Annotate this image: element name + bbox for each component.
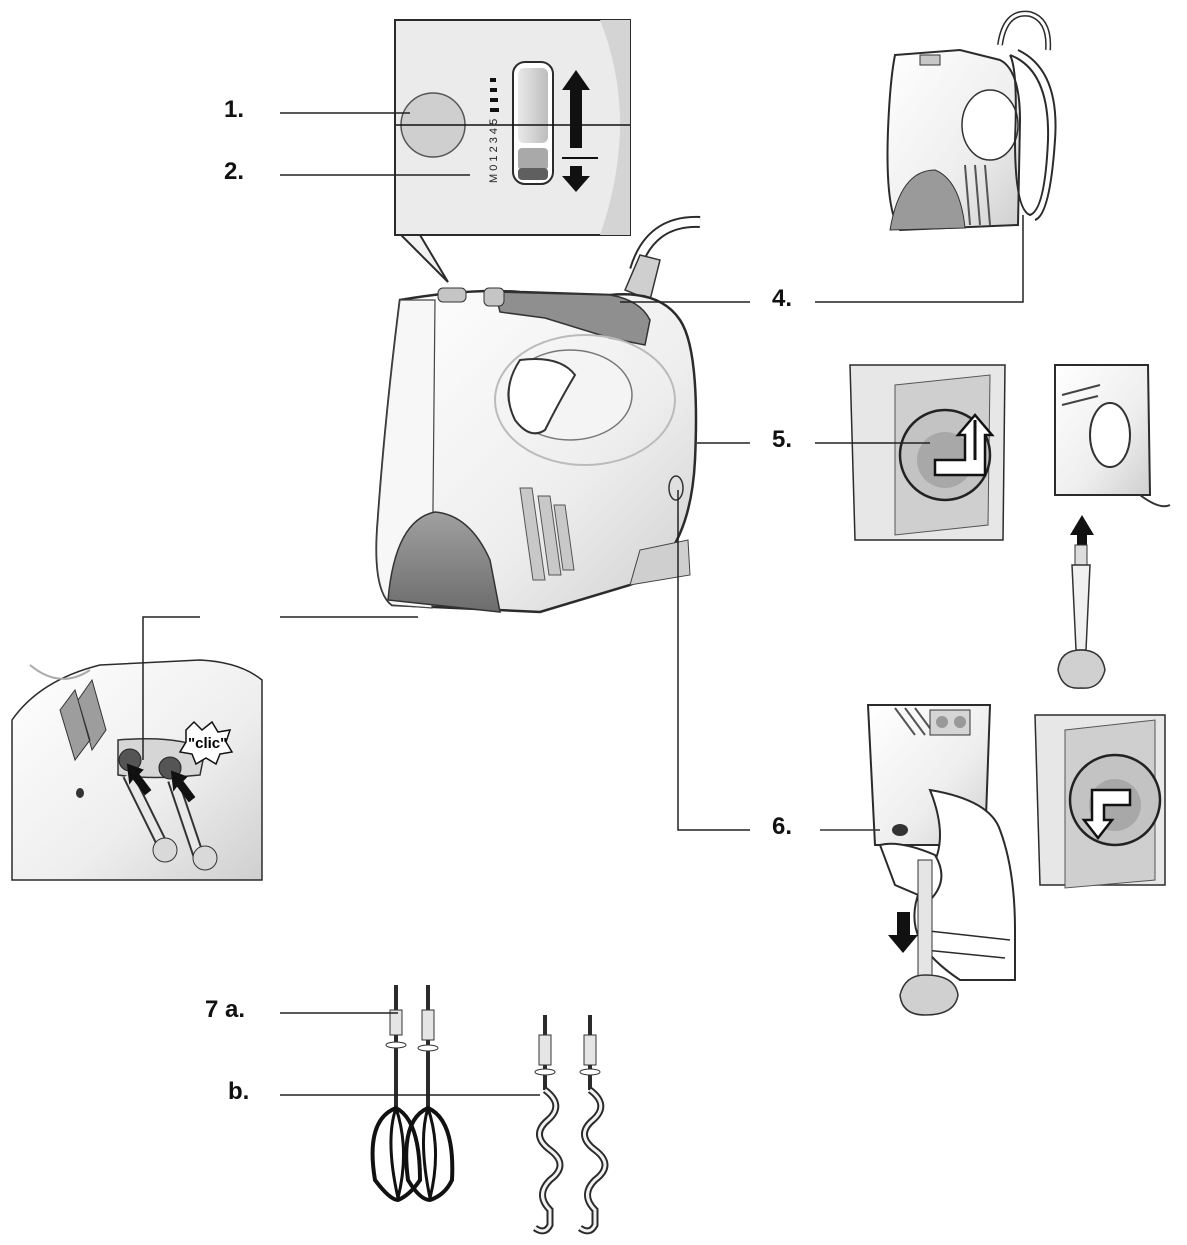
label-4: 4. bbox=[772, 285, 793, 312]
arrow-up-icon bbox=[562, 70, 590, 148]
blender-removal-view bbox=[820, 704, 1016, 1016]
arrow-insert-icon-2 bbox=[170, 770, 196, 803]
arrow-insert-icon bbox=[126, 763, 152, 796]
cord-storage-view bbox=[886, 10, 1057, 232]
label-b: b. bbox=[228, 1078, 250, 1105]
arrow-rotate-down-icon bbox=[1081, 788, 1132, 841]
label-7a: 7 a. bbox=[205, 996, 246, 1023]
label-5: 5. bbox=[772, 426, 793, 453]
beater-insertion-inset: "clic" bbox=[11, 658, 263, 881]
clic-text: "clic" bbox=[188, 735, 227, 752]
arrow-down-icon bbox=[562, 166, 590, 192]
whisks bbox=[370, 985, 455, 1203]
label-1: 1. bbox=[224, 96, 245, 123]
kneading-hooks bbox=[532, 1015, 609, 1235]
mixer-with-blender-view bbox=[1054, 364, 1171, 689]
label-6: 6. bbox=[772, 813, 793, 840]
arrow-up-icon bbox=[1070, 515, 1094, 545]
socket-close-view bbox=[1034, 714, 1166, 889]
arrow-down-icon bbox=[888, 912, 918, 953]
speed-scale: M 0 1 2 3 4 5 bbox=[488, 119, 500, 183]
arrow-rotate-up-icon bbox=[933, 413, 995, 477]
leader-lines bbox=[142, 112, 1024, 1096]
socket-cover-view bbox=[849, 364, 1006, 541]
speed-control-inset: M 0 1 2 3 4 5 bbox=[393, 19, 631, 283]
hand-mixer-main bbox=[375, 215, 701, 614]
label-2: 2. bbox=[224, 158, 245, 185]
